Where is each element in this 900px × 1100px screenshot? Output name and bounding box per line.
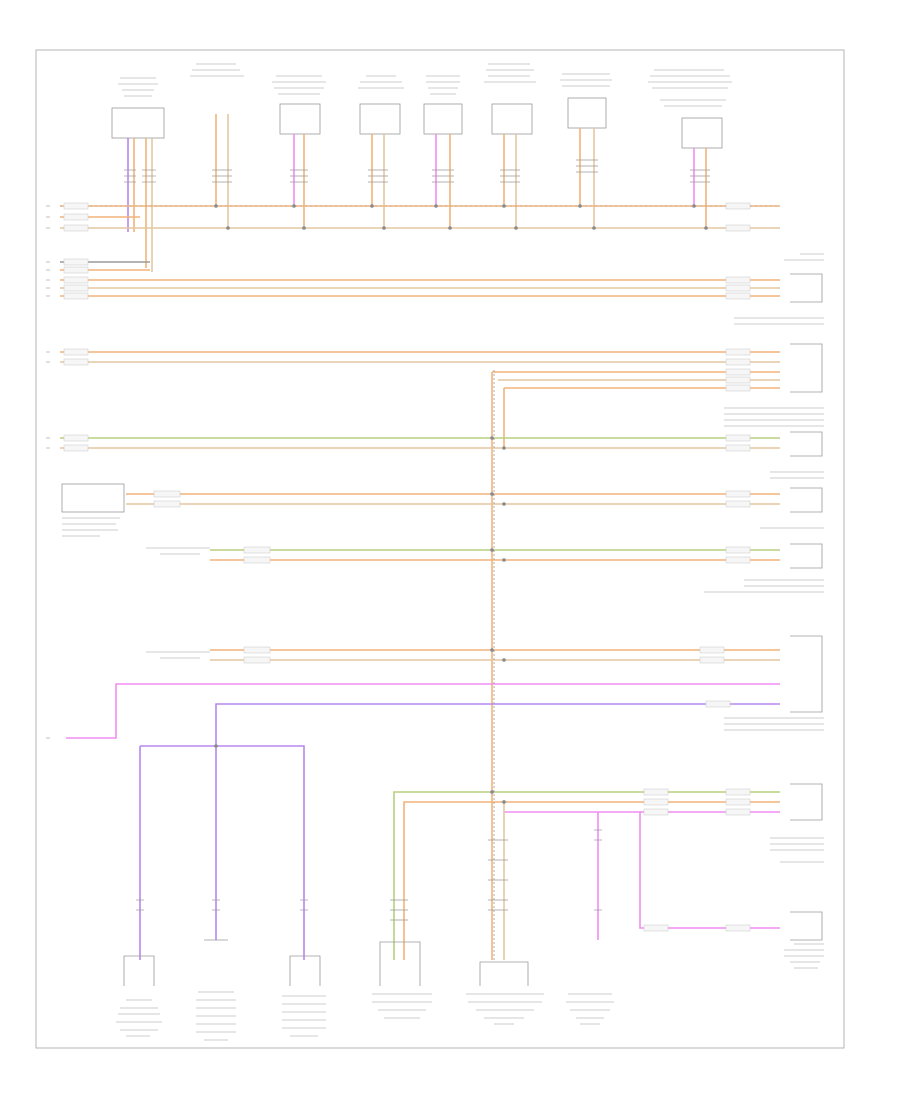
right-module-1 xyxy=(790,273,823,303)
module-right-door-control xyxy=(491,103,533,135)
right-modules xyxy=(790,273,823,941)
right-module-5 xyxy=(790,543,823,569)
module-onboard-supply xyxy=(681,117,723,149)
left-pin-marks xyxy=(46,205,50,739)
bottom-module-5 xyxy=(479,961,529,986)
bus-wires-middle xyxy=(60,351,780,800)
splice-points xyxy=(214,204,708,804)
module-instrument-cluster xyxy=(111,107,165,139)
bottom-module-1 xyxy=(123,955,155,986)
module-gateway xyxy=(567,97,607,129)
left-label-marks xyxy=(62,517,210,659)
right-label-marks xyxy=(704,253,824,969)
top-modules xyxy=(111,97,723,149)
right-module-3 xyxy=(790,431,823,457)
right-module-7 xyxy=(790,783,823,821)
bus-wires-top xyxy=(60,205,780,297)
left-module-box xyxy=(61,483,125,513)
top-header-marks xyxy=(118,63,732,107)
bottom-module-4 xyxy=(379,941,421,986)
right-module-2 xyxy=(790,343,823,393)
right-module-6 xyxy=(790,635,823,713)
right-module-8 xyxy=(790,911,823,941)
right-module-4 xyxy=(790,487,823,513)
connector-marks xyxy=(124,159,710,921)
bottom-modules xyxy=(123,939,529,986)
module-hvac-control xyxy=(359,103,401,135)
bottom-label-marks xyxy=(116,991,614,1041)
wire-code-chips xyxy=(63,202,751,932)
bus-wires-lower xyxy=(66,683,780,960)
bottom-module-3 xyxy=(289,955,321,986)
module-headlamp-range xyxy=(423,103,463,135)
module-left-door-control xyxy=(279,103,321,135)
diagram-frame xyxy=(35,49,845,1049)
top-drop-wires xyxy=(127,114,707,272)
